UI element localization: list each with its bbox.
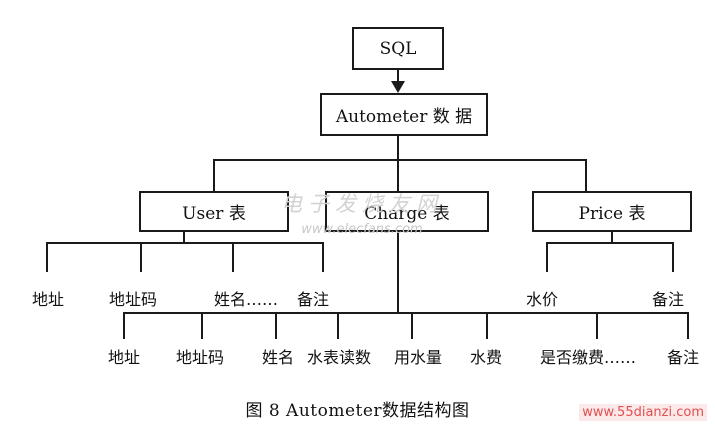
price-field-label: 备注 xyxy=(652,290,685,309)
user-field-drop xyxy=(46,242,48,272)
user-field-label: 备注 xyxy=(297,290,330,309)
connector-autometer-down xyxy=(397,136,399,160)
user-fields-horizontal xyxy=(46,242,324,244)
user-field-label: 地址 xyxy=(32,290,65,309)
price-fields-horizontal xyxy=(546,242,674,244)
charge-field-drop xyxy=(411,312,413,339)
price-down-line xyxy=(611,232,613,243)
charge-field-label: 水费 xyxy=(470,348,503,367)
user-field-drop xyxy=(322,242,324,272)
connector-to-charge xyxy=(397,159,399,192)
charge-field-label: 水表读数 xyxy=(307,348,372,367)
charge-field-drop xyxy=(275,312,277,339)
charge-fields-horizontal xyxy=(123,312,689,314)
sql-node-label: SQL xyxy=(379,38,417,59)
charge-field-drop xyxy=(337,312,339,339)
price-field-label: 水价 xyxy=(526,290,559,309)
connector-tables-horizontal xyxy=(213,159,587,161)
charge-down-line xyxy=(397,232,399,313)
user-down-line xyxy=(183,232,185,243)
charge-field-label: 用水量 xyxy=(394,348,443,367)
connector-to-price xyxy=(585,159,587,192)
arrow-head-icon xyxy=(391,81,405,93)
charge-field-drop xyxy=(123,312,125,339)
connector-to-user xyxy=(213,159,215,192)
user-field-label: 姓名…… xyxy=(214,290,279,309)
charge-field-label: 地址码 xyxy=(176,348,225,367)
arrow-sql-to-autometer-line xyxy=(397,70,399,83)
charge-field-label: 地址 xyxy=(108,348,141,367)
price-table-label: Price 表 xyxy=(578,204,646,224)
price-field-drop xyxy=(672,242,674,272)
sql-node: SQL xyxy=(352,27,444,70)
price-field-drop xyxy=(546,242,548,272)
user-table-label: User 表 xyxy=(182,204,246,224)
charge-field-drop xyxy=(687,312,689,339)
charge-table-label: Charge 表 xyxy=(364,204,450,224)
charge-table-node: Charge 表 xyxy=(325,191,489,232)
user-field-label: 地址码 xyxy=(109,290,158,309)
autometer-node: Autometer 数 据 xyxy=(320,93,488,136)
price-table-node: Price 表 xyxy=(532,191,692,232)
user-field-drop xyxy=(140,242,142,272)
autometer-node-label: Autometer 数 据 xyxy=(335,107,473,127)
charge-field-label: 姓名 xyxy=(262,348,295,367)
charge-field-drop xyxy=(486,312,488,339)
figure-caption: 图 8 Autometer数据结构图 xyxy=(245,401,470,421)
charge-field-label: 是否缴费…… xyxy=(540,348,637,367)
site-logo: www.55dianzi.com xyxy=(579,404,707,421)
user-field-drop xyxy=(232,242,234,272)
charge-field-label: 备注 xyxy=(667,348,700,367)
charge-field-drop xyxy=(596,312,598,339)
user-table-node: User 表 xyxy=(139,191,289,232)
charge-field-drop xyxy=(201,312,203,339)
